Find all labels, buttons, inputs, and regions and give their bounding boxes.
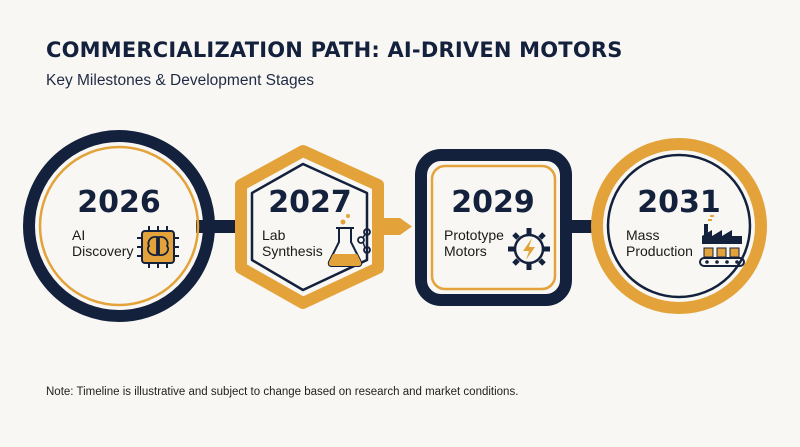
milestone-year: 2027 (268, 185, 352, 220)
milestone-2031: 2031 Mass Production (591, 138, 767, 314)
milestone-label-line2: Motors (444, 243, 487, 259)
milestone-frame (591, 138, 767, 314)
page-title: COMMERCIALIZATION PATH: AI-DRIVEN MOTORS (46, 38, 623, 62)
milestone-2027: 2027 Lab Synthesis (235, 145, 384, 309)
milestone-inner-ring (430, 164, 557, 291)
gear-lightning-icon (508, 228, 550, 270)
ai-chip-icon (137, 226, 179, 268)
milestone-2029: 2029 Prototype Motors (415, 149, 572, 306)
milestone-year: 2029 (451, 185, 535, 220)
footnote: Note: Timeline is illustrative and subje… (46, 386, 519, 398)
milestone-label-line2: Discovery (72, 243, 133, 259)
milestone-label-line1: AI (72, 227, 85, 243)
milestone-inner-ring (606, 153, 752, 299)
page-subtitle: Key Milestones & Development Stages (46, 72, 314, 89)
milestone-year: 2031 (637, 185, 721, 220)
milestone-label-line1: Prototype (444, 227, 504, 243)
milestone-label-line1: Lab (262, 227, 286, 243)
factory-conveyor-icon (699, 215, 745, 267)
milestone-year: 2026 (77, 185, 161, 220)
milestone-inner-ring (250, 162, 369, 292)
milestone-inner-ring (38, 145, 200, 307)
milestone-frame (235, 145, 384, 309)
flask-icon (327, 214, 371, 267)
milestone-label-line2: Production (626, 243, 693, 259)
milestone-2026: 2026 AI Discovery (23, 130, 215, 322)
connector-2-3-arrow (376, 218, 412, 235)
milestone-frame (415, 149, 572, 306)
milestone-label-line1: Mass (626, 227, 659, 243)
milestone-label-line2: Synthesis (262, 243, 323, 259)
milestone-frame (23, 130, 215, 322)
